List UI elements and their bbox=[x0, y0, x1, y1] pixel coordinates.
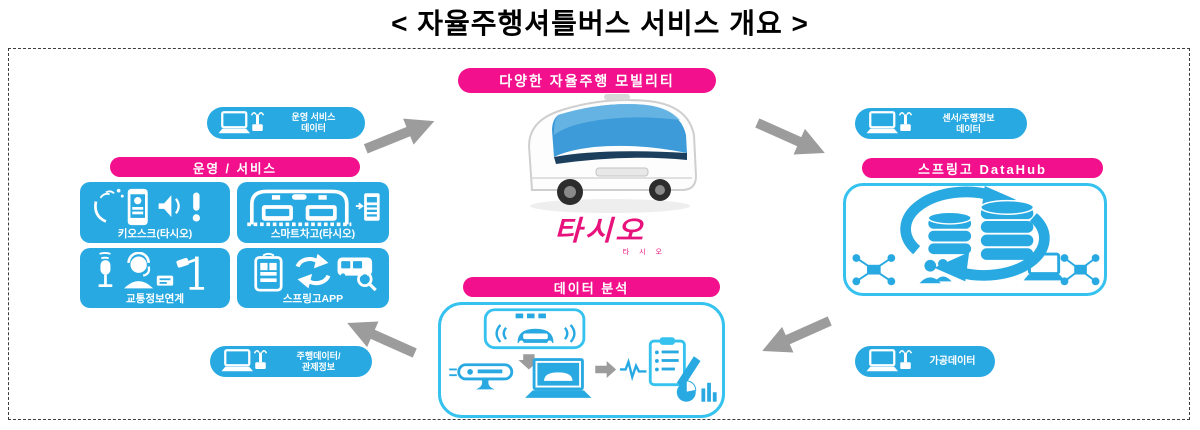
tasio-logo-tagline: 타 시 오 bbox=[622, 249, 666, 256]
scanner-device-icon bbox=[449, 363, 514, 390]
database-icon bbox=[980, 199, 1035, 260]
pen-icon bbox=[676, 356, 701, 388]
garage-car-signal-icon bbox=[483, 308, 586, 350]
shuttle-bus-image bbox=[527, 94, 698, 213]
laptop-signal-icon bbox=[866, 349, 913, 372]
processed-data-pill: 가공데이터 bbox=[855, 346, 995, 377]
tasio-logo: 타시오 타 시 오 bbox=[520, 206, 680, 257]
gesture-icon bbox=[94, 200, 107, 223]
network-nodes-icon bbox=[852, 254, 896, 286]
diagram-frame bbox=[8, 48, 1190, 420]
operation-data-line2: 데이터 bbox=[301, 123, 326, 133]
people-icon bbox=[919, 258, 952, 284]
app-icons bbox=[254, 252, 377, 292]
arrow-datahub-to-analysis-icon bbox=[762, 316, 832, 353]
arrow-mobility-to-datahub-icon bbox=[755, 118, 825, 155]
service-box-kiosk: 키오스크(타시오) bbox=[80, 182, 230, 243]
pie-chart-icon bbox=[676, 380, 697, 402]
datahub-box bbox=[843, 183, 1107, 296]
sensor-data-line1: 센서/주행정보 bbox=[942, 112, 995, 123]
bar-chart-icon bbox=[701, 382, 717, 402]
service-box-smart-garage: 스마트차고(타시오) bbox=[237, 182, 389, 243]
alert-icon bbox=[193, 191, 200, 211]
service-box-traffic-info: 교통정보연계 bbox=[80, 248, 230, 308]
analysis-box bbox=[438, 302, 725, 418]
garage-icons bbox=[247, 189, 380, 226]
mic-icon bbox=[100, 260, 111, 275]
sensor-data-line2: 데이터 bbox=[956, 123, 981, 134]
garage-icon bbox=[250, 189, 349, 224]
report-clipboard-icon bbox=[648, 337, 701, 388]
operator-headset-icon bbox=[130, 256, 147, 273]
laptop-car-icon bbox=[525, 358, 592, 398]
service-box-springgo-app: 스프링고APP bbox=[237, 248, 389, 308]
sensor-data-pill: 센서/주행정보 데이터 bbox=[855, 108, 1027, 139]
service-box-label: 스마트차고(타시오) bbox=[270, 228, 356, 240]
app-phone-icon bbox=[254, 256, 283, 292]
laptop-signal-icon bbox=[221, 349, 268, 372]
feedback-data-pill: 주행데이터/ 관제정보 bbox=[210, 346, 372, 377]
laptop-icon bbox=[1023, 252, 1065, 281]
mobility-label: 다양한 자율주행 모빌리티 bbox=[458, 68, 716, 93]
operation-data-line1: 운영 서비스 bbox=[291, 112, 336, 122]
service-box-label: 키오스크(타시오) bbox=[117, 228, 193, 240]
speaker-icon bbox=[158, 194, 172, 217]
laptop-signal-icon bbox=[218, 110, 265, 133]
service-box-label: 스프링고APP bbox=[282, 293, 344, 305]
processed-data-line1: 가공데이터 bbox=[929, 356, 976, 367]
arrow-down-small-icon bbox=[518, 354, 540, 370]
arrow-analysis-to-operation-icon bbox=[347, 321, 417, 358]
service-box-label: 교통정보연계 bbox=[126, 293, 184, 305]
arrow-right-small-icon bbox=[595, 360, 617, 379]
traffic-info-icons bbox=[98, 252, 205, 290]
arrow-operation-to-mobility-icon bbox=[363, 118, 435, 154]
operation-data-pill: 운영 서비스 데이터 bbox=[207, 107, 365, 139]
datahub-icons bbox=[852, 186, 1100, 286]
laptop-signal-icon bbox=[866, 111, 913, 134]
network-nodes-icon bbox=[1060, 254, 1100, 286]
tasio-logo-text: 타시오 bbox=[554, 216, 646, 247]
operation-services-label: 운영 / 서비스 bbox=[110, 157, 360, 177]
analysis-label: 데이터 분석 bbox=[463, 277, 720, 297]
database-icon bbox=[927, 211, 972, 255]
datahub-label: 스프링고 DataHub bbox=[862, 158, 1103, 178]
feedback-data-line2: 관제정보 bbox=[301, 361, 336, 372]
page-title: < 자율주행셔틀버스 서비스 개요 > bbox=[391, 8, 809, 39]
cycle-arrows-icon bbox=[900, 186, 995, 255]
feedback-data-line1: 주행데이터/ bbox=[296, 350, 341, 361]
analysis-icons bbox=[449, 308, 717, 402]
kiosk-icons bbox=[94, 188, 200, 225]
waveform-icon bbox=[619, 357, 647, 382]
